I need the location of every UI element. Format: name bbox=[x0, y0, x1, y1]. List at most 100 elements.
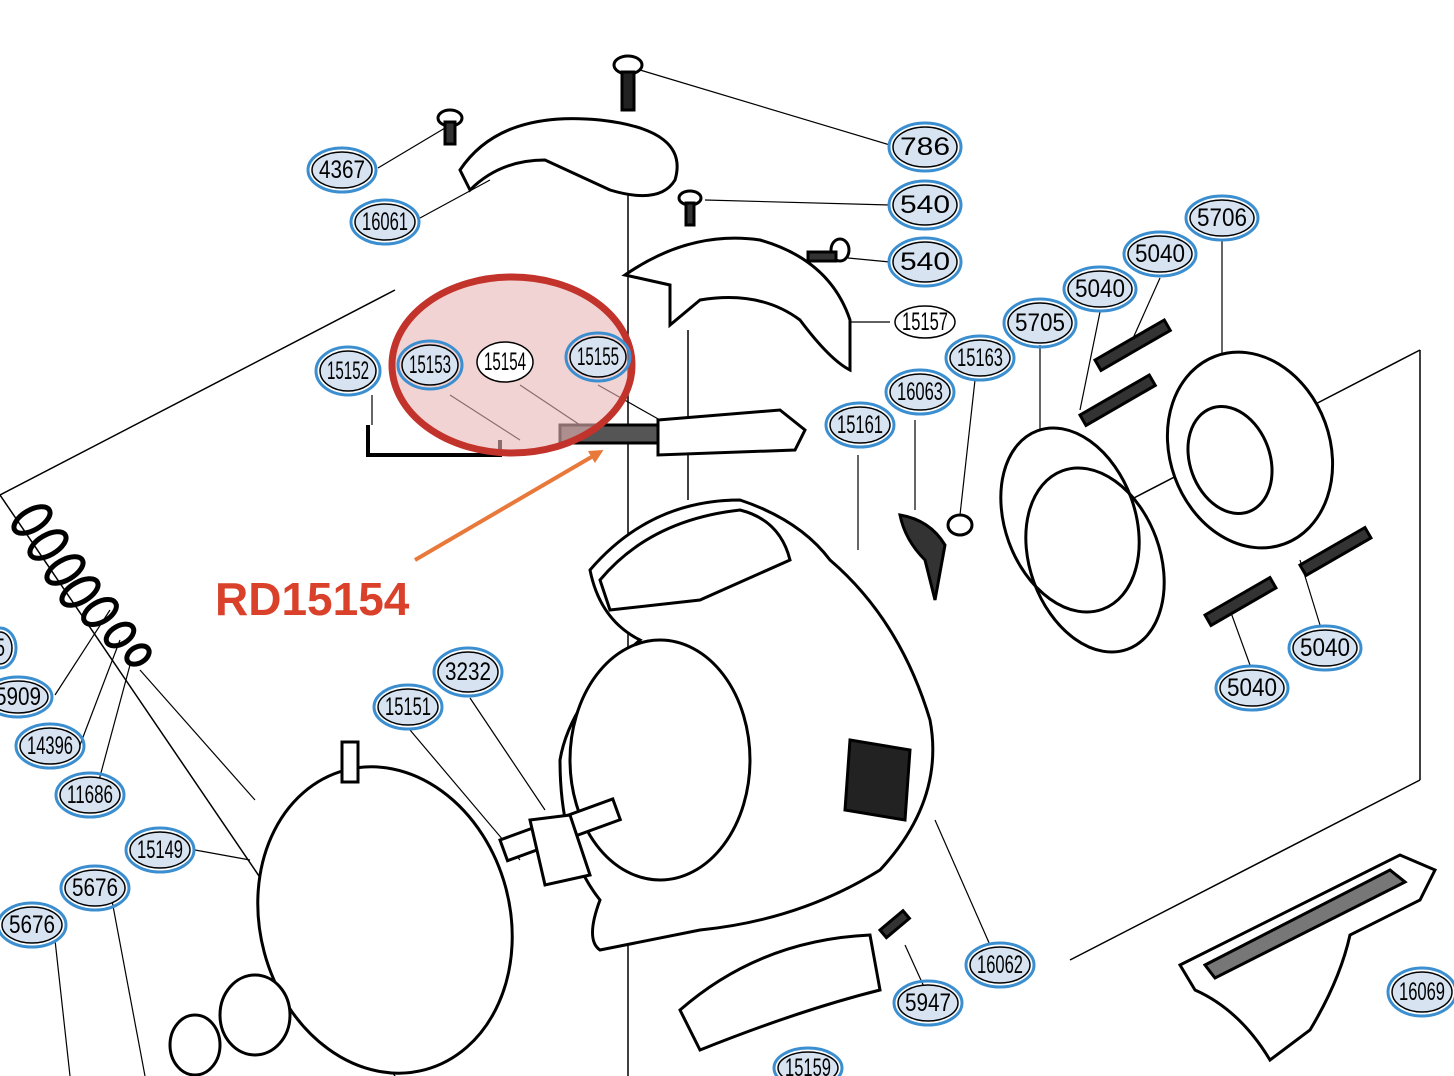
part-badge: 5909 bbox=[0, 675, 54, 719]
bolt-5040-c bbox=[1297, 525, 1374, 578]
part-badge-inner bbox=[829, 406, 891, 444]
part-badge-ring bbox=[396, 339, 464, 391]
part-badge-ring bbox=[564, 331, 632, 383]
screw-786 bbox=[612, 54, 644, 112]
part-badge: 15154 bbox=[476, 341, 534, 383]
bearing-housing-5706 bbox=[1165, 350, 1335, 550]
part-badge: 5706 bbox=[1184, 194, 1260, 242]
handle-grip bbox=[1202, 868, 1408, 980]
part-badge-inner bbox=[777, 1051, 839, 1076]
part-badge: 15153 bbox=[396, 339, 464, 391]
part-number-label: 15149 bbox=[137, 836, 183, 864]
part-badge-ring bbox=[349, 198, 421, 246]
part-badge: 15149 bbox=[124, 826, 196, 874]
part-badge-inner bbox=[1067, 270, 1133, 308]
part-number-label: 5040 bbox=[1075, 275, 1125, 303]
part-badge-inner bbox=[377, 688, 439, 726]
flyer-post bbox=[340, 740, 360, 784]
part-badge: 5947 bbox=[892, 979, 964, 1027]
part-number-label: 15155 bbox=[577, 343, 619, 371]
part-badge-inner bbox=[1007, 302, 1073, 344]
screw-4367 bbox=[436, 108, 464, 146]
part-badge-inner bbox=[569, 336, 627, 378]
part-badge-inner bbox=[319, 350, 377, 392]
part-number-label: 15159 bbox=[785, 1054, 831, 1076]
part-badge: 15163 bbox=[944, 334, 1016, 382]
part-badge: 5705 bbox=[1002, 297, 1078, 349]
part-number-label: 16063 bbox=[897, 378, 943, 406]
part-badge-ring bbox=[1287, 624, 1363, 672]
part-badge: 5676 bbox=[59, 864, 131, 912]
leader-lines bbox=[54, 69, 1321, 1076]
part-badge-ring bbox=[124, 826, 196, 874]
part-badge: 5 bbox=[0, 626, 18, 670]
part-number-label: 16069 bbox=[1399, 978, 1445, 1006]
part-badge-inner bbox=[476, 341, 534, 383]
part-number-label: 16061 bbox=[362, 208, 408, 236]
part-number-label: 15161 bbox=[837, 411, 883, 439]
part-number-label: 5909 bbox=[0, 683, 41, 711]
part-number-label: 15152 bbox=[327, 357, 369, 385]
part-badge: 5676 bbox=[0, 901, 68, 949]
callout-arrow bbox=[413, 449, 604, 562]
part-badge-inner bbox=[1, 906, 63, 944]
part-badge-inner bbox=[1219, 669, 1285, 707]
part-badge-inner bbox=[949, 339, 1011, 377]
part-badge-ring bbox=[306, 146, 378, 194]
part-badge-inner bbox=[0, 631, 13, 665]
gear-b bbox=[168, 1013, 222, 1076]
part-number-label: 4367 bbox=[319, 156, 365, 184]
part-number-label: 5705 bbox=[1015, 309, 1065, 337]
part-number-label: 15154 bbox=[484, 348, 526, 376]
part-badge-ring bbox=[0, 901, 68, 949]
part-badge-ring bbox=[944, 334, 1016, 382]
part-badge: 15159 bbox=[772, 1046, 844, 1076]
part-number-label: 5 bbox=[0, 634, 5, 662]
part-badge-inner bbox=[437, 651, 499, 693]
part-badge: 15161 bbox=[824, 401, 896, 449]
part-badge-ring bbox=[372, 683, 444, 731]
part-number-label: 11686 bbox=[67, 781, 113, 809]
part-badge-ring bbox=[1184, 194, 1260, 242]
part-badge: 15151 bbox=[372, 683, 444, 731]
part-badge-inner bbox=[129, 831, 191, 869]
part-number-label: 15151 bbox=[385, 693, 431, 721]
part-badge: 15152 bbox=[314, 345, 382, 397]
screw-540-lower bbox=[806, 237, 851, 263]
part-number-label: 16062 bbox=[977, 951, 1023, 979]
pin-block bbox=[656, 408, 807, 457]
part-badge: 16062 bbox=[964, 941, 1036, 989]
part-badge: 14396 bbox=[14, 722, 86, 770]
part-badge-ring bbox=[1214, 664, 1290, 712]
part-badge-ring bbox=[772, 1046, 844, 1076]
part-number-label: 786 bbox=[900, 133, 950, 161]
drum-5705 bbox=[999, 426, 1166, 654]
part-badge-inner bbox=[969, 946, 1031, 984]
shaft-nut bbox=[528, 813, 592, 887]
part-badge-ring bbox=[884, 368, 956, 416]
part-badge-ring bbox=[1122, 230, 1198, 278]
rotor-cup bbox=[568, 638, 752, 882]
part-number-label: 5676 bbox=[72, 874, 118, 902]
part-badge: 540 bbox=[887, 236, 963, 288]
part-badge-inner bbox=[894, 305, 956, 339]
handle-16069 bbox=[1177, 853, 1438, 1063]
part-badge-ring bbox=[59, 864, 131, 912]
part-badge: 15157 bbox=[894, 305, 956, 339]
part-badge-ring bbox=[0, 675, 54, 719]
part-number-label: 14396 bbox=[27, 732, 73, 760]
screw-540-upper bbox=[677, 189, 703, 227]
part-badge-ring bbox=[54, 771, 126, 819]
washer-15163 bbox=[946, 513, 974, 537]
part-badge-ring bbox=[14, 722, 86, 770]
part-badge: 5040 bbox=[1214, 664, 1290, 712]
rotor-emblem bbox=[843, 738, 912, 822]
part-badge-inner bbox=[19, 727, 81, 765]
part-badge-ring bbox=[1386, 966, 1454, 1018]
top-cover bbox=[458, 117, 679, 198]
part-badge-inner bbox=[64, 869, 126, 907]
cover-plate bbox=[621, 236, 852, 373]
part-number-label: 15163 bbox=[957, 344, 1003, 372]
